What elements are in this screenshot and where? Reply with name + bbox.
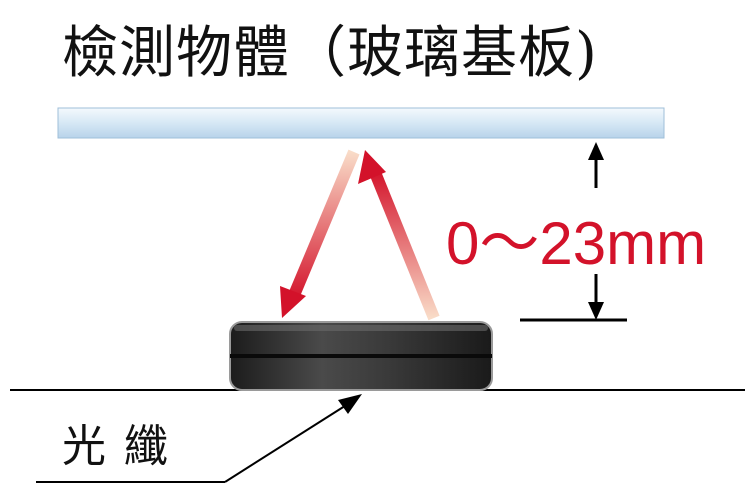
detected-object-title: 檢測物體（玻璃基板) <box>62 21 598 86</box>
reflection-beam-icon <box>280 149 440 321</box>
fiber-sensor-head-icon <box>229 321 493 391</box>
dimension-arrow-icon <box>520 142 627 322</box>
leader-arrow-icon <box>36 394 362 483</box>
glass-plate-icon <box>57 107 665 139</box>
fiber-label: 光 纖 <box>62 421 170 472</box>
distance-range-label: 0～23mm <box>446 210 707 277</box>
